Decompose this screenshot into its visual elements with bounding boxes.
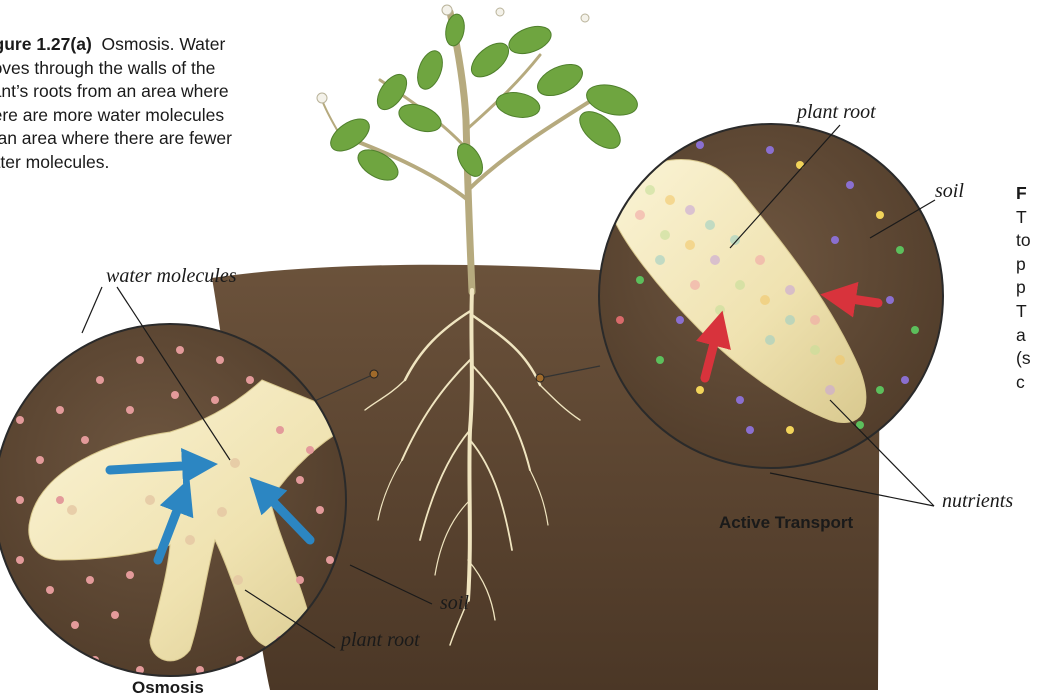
caption-b-line-3: p	[1016, 254, 1026, 274]
label-water-molecules: water molecules	[106, 265, 237, 288]
caption-a-line-4: there are more water molecules	[0, 105, 224, 125]
label-plant-root-bottom: plant root	[341, 629, 420, 652]
label-plant-root-top: plant root	[797, 101, 876, 124]
title-osmosis: Osmosis	[132, 678, 204, 698]
figure-caption-b: F T to p p T a (s c	[1016, 182, 1031, 394]
caption-b-line-4: p	[1016, 277, 1026, 297]
caption-b-line-5: T	[1016, 301, 1027, 321]
figure-caption-a: Figure 1.27(a) Osmosis. Water moves thro…	[0, 33, 232, 175]
label-soil-bottom: soil	[440, 592, 469, 615]
title-active-transport: Active Transport	[719, 513, 853, 533]
caption-a-line-3: plant’s roots from an area where	[0, 81, 229, 101]
plant-leaves	[325, 13, 641, 187]
caption-a-label: Figure 1.27(a)	[0, 34, 92, 54]
caption-b-line-2: to	[1016, 230, 1031, 250]
caption-b-line-7: (s	[1016, 348, 1031, 368]
connector-dot-right	[536, 374, 544, 382]
caption-a-line-5: to an area where there are fewer	[0, 128, 232, 148]
caption-b-line-6: a	[1016, 325, 1026, 345]
active-transport-magnified-view	[599, 124, 943, 468]
caption-b-line-1: T	[1016, 207, 1027, 227]
caption-a-line-1: Osmosis. Water	[102, 34, 226, 54]
caption-a-line-2: moves through the walls of the	[0, 58, 215, 78]
caption-a-line-6: water molecules.	[0, 152, 109, 172]
label-nutrients: nutrients	[942, 490, 1013, 513]
caption-b-line-8: c	[1016, 372, 1025, 392]
label-soil-top: soil	[935, 180, 964, 203]
connector-dot-left	[370, 370, 378, 378]
caption-b-label: F	[1016, 183, 1027, 203]
